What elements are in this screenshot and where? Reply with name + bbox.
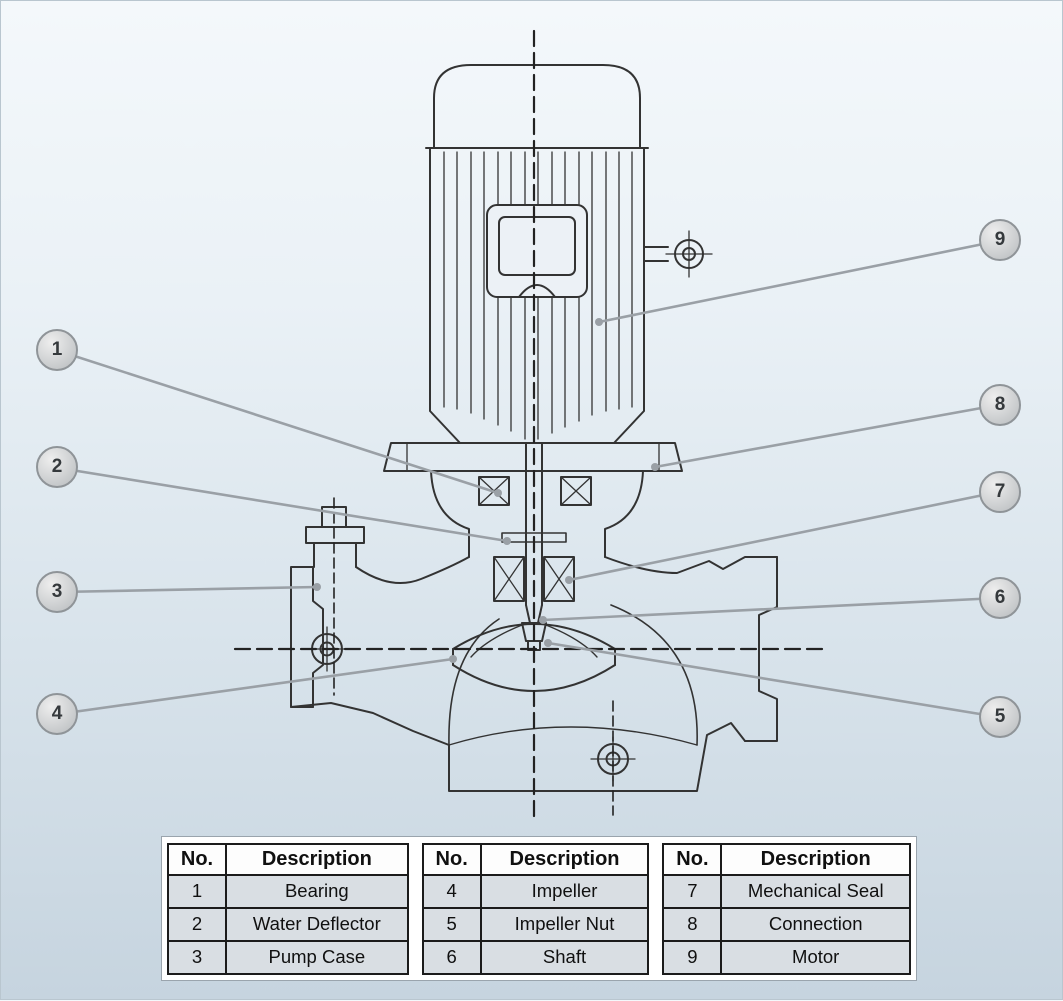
callout-5: 5: [979, 696, 1021, 738]
part-no: 5: [421, 906, 482, 942]
legend-table-3: No. Description 7 Mechanical Seal 8 Conn…: [662, 842, 911, 975]
leader-6: [539, 596, 999, 624]
mechanical-seal: [493, 556, 575, 602]
legend-table-1: No. Description 1 Bearing 2 Water Deflec…: [167, 842, 409, 975]
part-no: 6: [421, 939, 482, 975]
grease-fitting-icon: [643, 230, 713, 278]
centerlines: [233, 29, 825, 819]
part-no: 8: [662, 906, 723, 942]
no-header: No.: [167, 842, 227, 876]
table-row: 5 Impeller Nut: [421, 906, 650, 942]
table-row: 9 Motor: [662, 939, 911, 975]
leader-5: [544, 639, 999, 719]
part-no: 1: [167, 873, 227, 909]
callout-9: 9: [979, 219, 1021, 261]
part-desc: Motor: [720, 939, 911, 975]
table-header-row: No. Description: [421, 842, 650, 876]
part-desc: Water Deflector: [225, 906, 409, 942]
lantern-bracket: [430, 470, 644, 558]
callout-8: 8: [979, 384, 1021, 426]
callout-6: 6: [979, 577, 1021, 619]
callout-1: 1: [36, 329, 78, 371]
leader-7: [565, 490, 999, 584]
part-no: 9: [662, 939, 723, 975]
callout-3: 3: [36, 571, 78, 613]
part-desc: Impeller Nut: [479, 906, 650, 942]
callout-2: 2: [36, 446, 78, 488]
callout-4: 4: [36, 693, 78, 735]
leader-8: [651, 403, 999, 471]
table-row: 6 Shaft: [421, 939, 650, 975]
motor: [425, 64, 713, 444]
part-no: 4: [421, 873, 482, 909]
part-desc: Mechanical Seal: [720, 873, 911, 909]
description-header: Description: [479, 842, 650, 876]
table-row: 7 Mechanical Seal: [662, 873, 911, 909]
parts-legend: No. Description 1 Bearing 2 Water Deflec…: [161, 836, 917, 981]
part-no: 7: [662, 873, 723, 909]
leader-3: [58, 583, 321, 594]
table-row: 1 Bearing: [167, 873, 409, 909]
part-desc: Impeller: [479, 873, 650, 909]
junction-box: [486, 204, 588, 298]
part-desc: Connection: [720, 906, 911, 942]
part-desc: Pump Case: [225, 939, 409, 975]
table-row: 8 Connection: [662, 906, 911, 942]
description-header: Description: [720, 842, 911, 876]
part-no: 3: [167, 939, 227, 975]
description-header: Description: [225, 842, 409, 876]
no-header: No.: [662, 842, 723, 876]
table-header-row: No. Description: [662, 842, 911, 876]
table-row: 3 Pump Case: [167, 939, 409, 975]
no-header: No.: [421, 842, 482, 876]
leader-4: [58, 655, 457, 716]
leader-9: [595, 239, 999, 326]
pump-drawing: [233, 29, 825, 819]
leader-lines: [58, 239, 999, 719]
part-desc: Shaft: [479, 939, 650, 975]
part-desc: Bearing: [225, 873, 409, 909]
shaft: [525, 442, 543, 624]
leader-2: [58, 466, 511, 545]
part-no: 2: [167, 906, 227, 942]
legend-table-2: No. Description 4 Impeller 5 Impeller Nu…: [421, 842, 650, 975]
table-header-row: No. Description: [167, 842, 409, 876]
table-row: 4 Impeller: [421, 873, 650, 909]
table-row: 2 Water Deflector: [167, 906, 409, 942]
leader-1: [58, 349, 502, 497]
callout-7: 7: [979, 471, 1021, 513]
crosshair-bottom-icon: [590, 736, 636, 782]
